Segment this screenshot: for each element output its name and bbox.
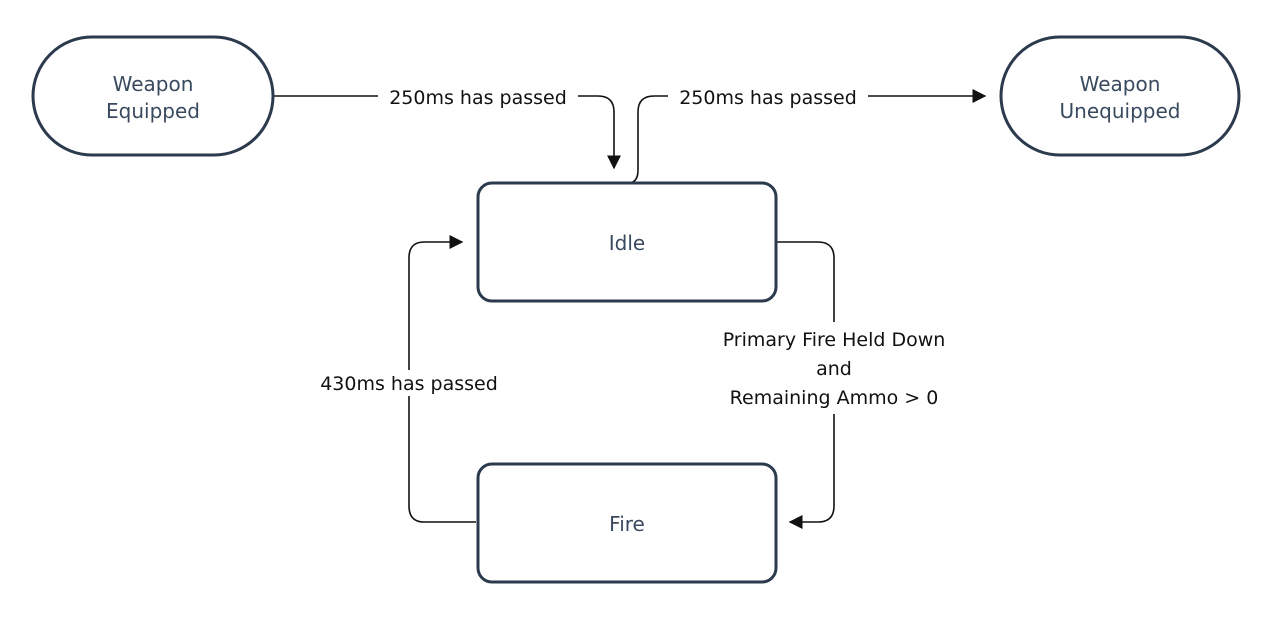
edge-label-bg [306, 370, 512, 396]
node-weapon-equipped-label-line1: Weapon [113, 72, 194, 96]
node-weapon-equipped: Weapon Equipped [31, 35, 275, 157]
edge-idle-to-fire-label-line2: and [816, 358, 852, 380]
node-fire: Fire [476, 462, 778, 584]
node-weapon-unequipped-shape [999, 35, 1241, 157]
edge-equipped-to-idle-line [273, 95, 621, 170]
node-idle: Idle [476, 181, 778, 303]
edge-idle-to-fire: Primary Fire Held Down and Remaining Amm… [704, 241, 964, 529]
edge-idle-to-unequipped: 250ms has passed [627, 84, 987, 184]
node-weapon-unequipped: Weapon Unequipped [999, 35, 1241, 157]
edge-equipped-to-idle: 250ms has passed [273, 84, 621, 170]
node-weapon-equipped-label-line2: Equipped [106, 99, 200, 123]
edge-equipped-to-idle-label: 250ms has passed [389, 87, 567, 109]
edge-fire-to-idle-label: 430ms has passed [320, 373, 498, 395]
edge-label-bg [378, 84, 578, 110]
node-weapon-unequipped-label-line2: Unequipped [1060, 99, 1181, 123]
edge-fire-to-idle: 430ms has passed [306, 235, 512, 523]
node-idle-label: Idle [609, 231, 645, 255]
node-fire-label: Fire [609, 512, 645, 536]
edge-label-bg [668, 84, 868, 110]
edge-idle-to-fire-label-line3: Remaining Ammo > 0 [730, 387, 939, 409]
edge-label-bg [704, 322, 964, 414]
edge-idle-to-unequipped-label: 250ms has passed [679, 87, 857, 109]
node-weapon-unequipped-label-line1: Weapon [1080, 72, 1161, 96]
node-fire-shape [476, 462, 778, 584]
node-idle-shape [476, 181, 778, 303]
edge-idle-to-fire-label-line1: Primary Fire Held Down [723, 329, 946, 351]
node-weapon-equipped-shape [31, 35, 275, 157]
